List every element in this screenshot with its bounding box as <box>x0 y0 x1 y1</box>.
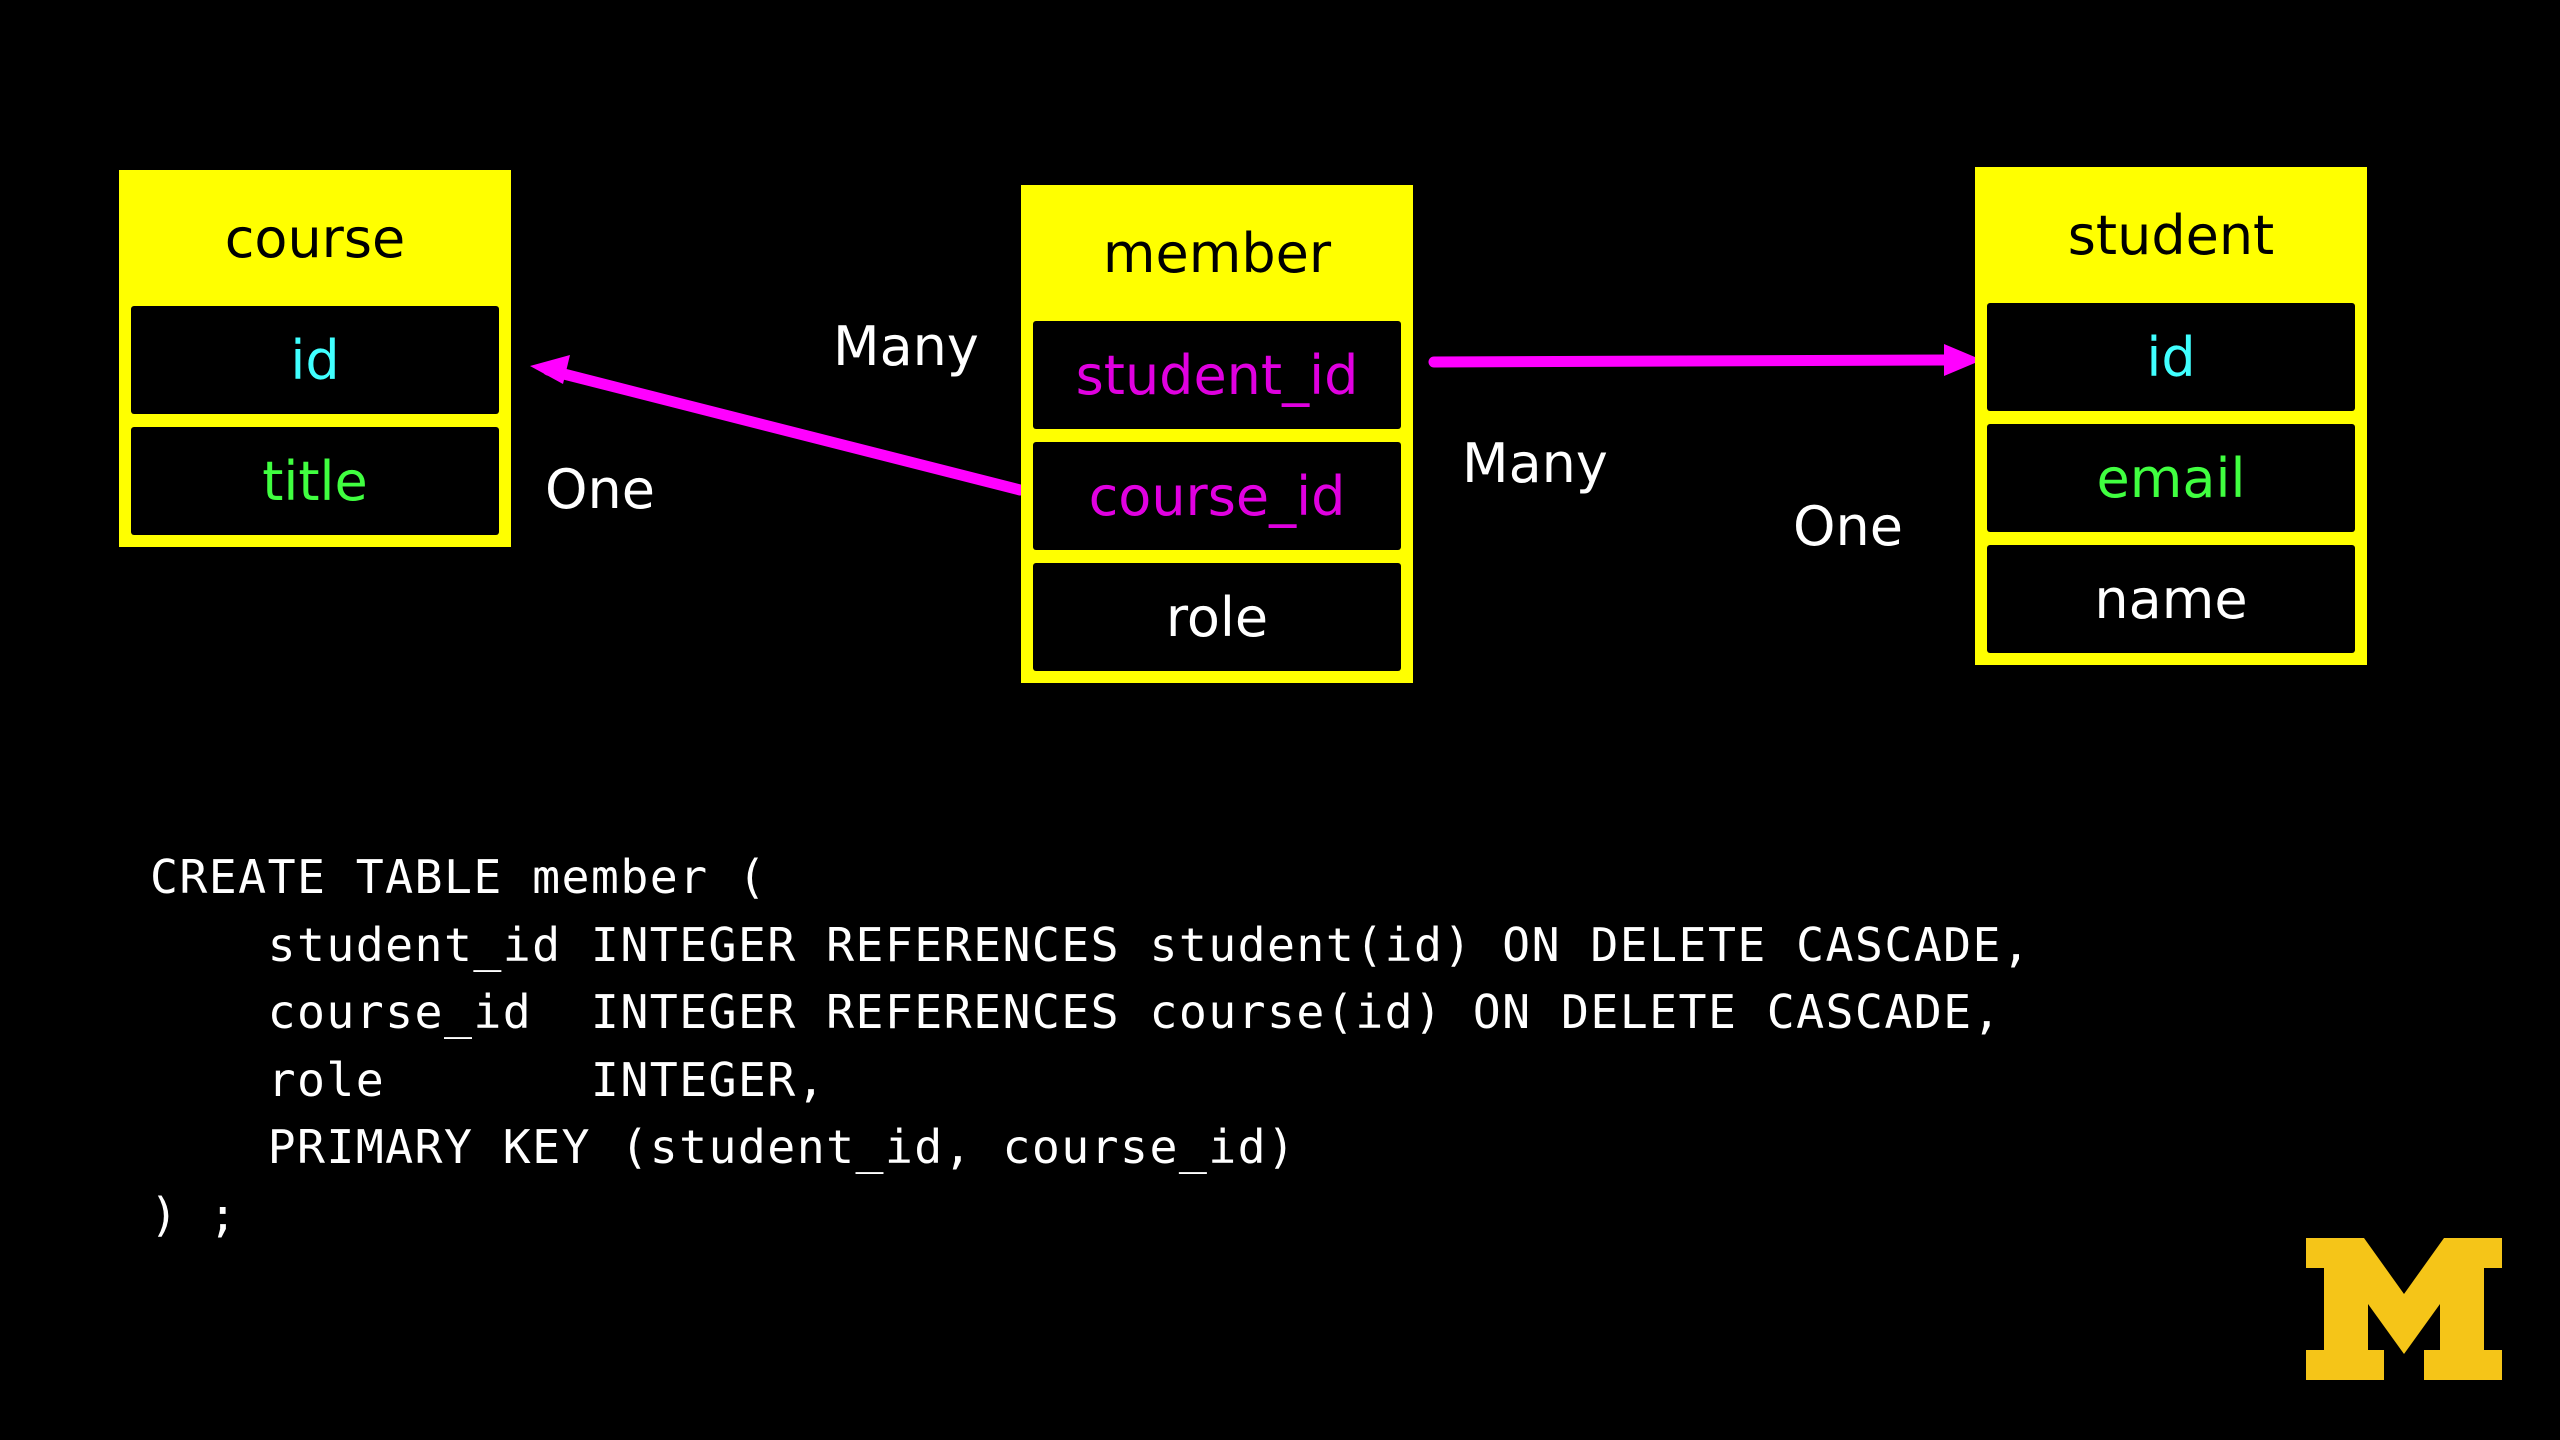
sql-line: course_id INTEGER REFERENCES course(id) … <box>150 985 2002 1039</box>
sql-line: role INTEGER, <box>150 1052 827 1107</box>
sql-line: student_id INTEGER REFERENCES student(id… <box>150 917 2032 972</box>
course-table: course id title <box>119 170 511 547</box>
sql-line: CREATE TABLE member ( <box>150 850 768 904</box>
sql-line: ) ; <box>150 1187 239 1242</box>
student-table: student id email name <box>1975 167 2367 665</box>
arrow-member-to-student <box>1428 344 1982 376</box>
sql-code-block: CREATE TABLE member ( student_id INTEGER… <box>150 844 2031 1249</box>
course-table-title: course <box>224 206 406 270</box>
student-field-id: id <box>1987 303 2355 411</box>
member-table: member student_id course_id role <box>1021 185 1413 683</box>
student-rel-many-label: Many <box>1462 432 1608 495</box>
arrow-line-student <box>1428 354 1952 368</box>
arrow-head-course <box>530 355 570 384</box>
block-m-icon <box>2306 1238 2502 1380</box>
course-rel-one-label: One <box>545 458 655 521</box>
student-table-title: student <box>2067 203 2275 267</box>
student-field-name: name <box>1987 545 2355 653</box>
member-table-title: member <box>1102 221 1332 285</box>
member-field-course-id: course_id <box>1033 442 1401 550</box>
member-field-role: role <box>1033 563 1401 671</box>
course-field-id: id <box>131 306 499 414</box>
course-field-title: title <box>131 427 499 535</box>
course-rel-many-label: Many <box>833 315 979 378</box>
student-field-email: email <box>1987 424 2355 532</box>
student-rel-one-label: One <box>1793 495 1903 558</box>
sql-line: PRIMARY KEY (student_id, course_id) <box>150 1120 1297 1174</box>
member-field-student-id: student_id <box>1033 321 1401 429</box>
